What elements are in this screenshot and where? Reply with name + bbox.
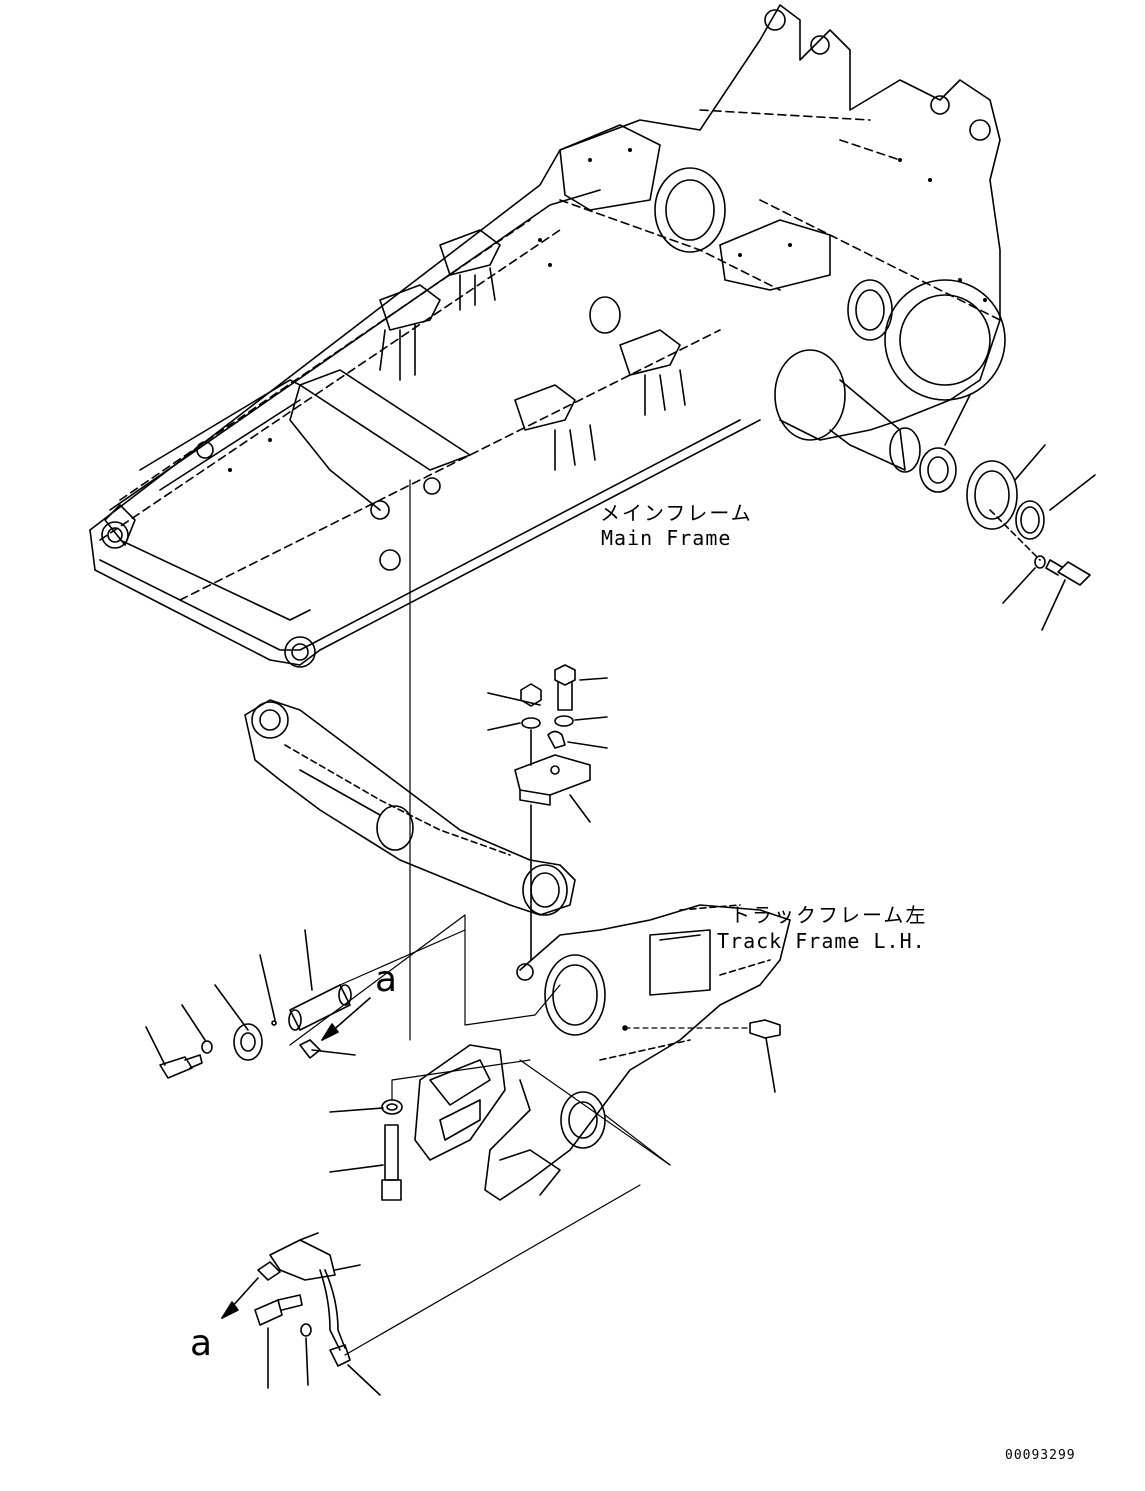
- bracket-parts: [409, 479, 608, 1041]
- long-bolt: [329, 1059, 531, 1201]
- reference-a-upper: a: [375, 959, 398, 1000]
- main-frame-label-en: Main Frame: [601, 526, 732, 550]
- harness-assembly: [221, 1184, 641, 1396]
- track-frame-label-jp: トラックフレーム左: [730, 903, 928, 927]
- document-number: 00093299: [1005, 1448, 1076, 1463]
- equalizer-bar-illustration: [244, 699, 576, 916]
- track-frame-illustration: [414, 904, 791, 1201]
- main-frame-illustration: [89, 4, 1006, 668]
- track-frame-label-en: Track Frame L.H.: [717, 929, 926, 953]
- main-frame-label-jp: メインフレーム: [600, 501, 753, 525]
- reference-a-lower: a: [190, 1323, 213, 1364]
- pin-assembly: [145, 914, 561, 1079]
- spindle-parts: [919, 394, 1096, 631]
